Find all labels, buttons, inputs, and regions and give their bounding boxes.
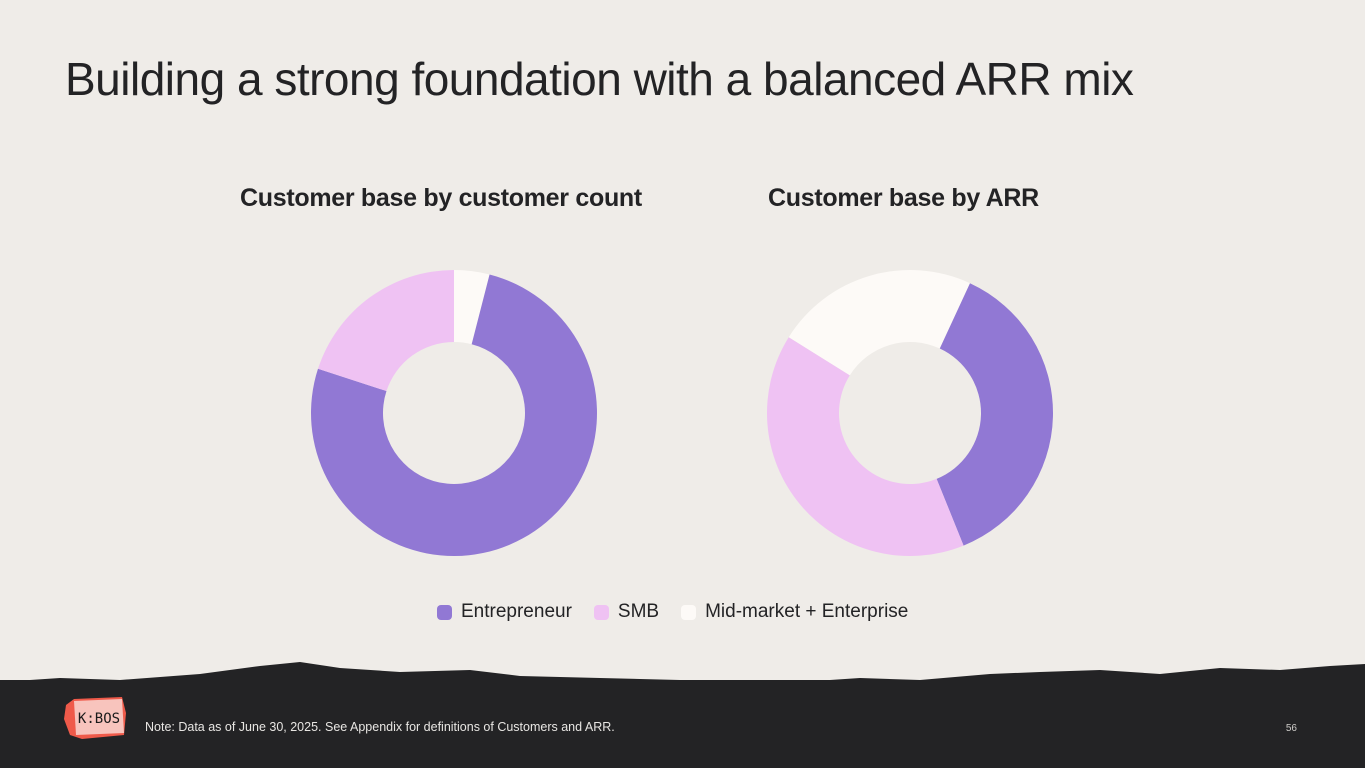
donut-slice-mid-market-enterprise [454, 270, 490, 345]
legend-item-mid-market-enterprise: Mid-market + Enterprise [681, 601, 908, 623]
chart-title-customer-count: Customer base by customer count [240, 184, 642, 212]
footer-note: Note: Data as of June 30, 2025. See Appe… [145, 720, 615, 734]
legend-swatch [681, 604, 697, 620]
donut-slice-entrepreneur [311, 274, 598, 556]
donut-slice-smb [317, 270, 454, 392]
donut-chart-arr [767, 270, 1053, 556]
donut-slice-entrepreneur [936, 283, 1053, 546]
legend-label: SMB [617, 601, 660, 622]
donut-chart-customer-count [311, 270, 598, 556]
donut-slice-mid-market-enterprise [788, 270, 970, 376]
chart-title-arr: Customer base by ARR [768, 184, 1039, 212]
kbos-logo: K:BOS [64, 697, 126, 739]
svg-text:K:BOS: K:BOS [78, 711, 120, 727]
legend-label: Entrepreneur [461, 601, 572, 622]
legend-item-entrepreneur: Entrepreneur [437, 601, 572, 623]
legend-swatch [437, 604, 452, 620]
slide-title: Building a strong foundation with a bala… [65, 53, 1134, 105]
page-number: 56 [1285, 723, 1297, 734]
legend-swatch [593, 604, 609, 620]
legend-label: Mid-market + Enterprise [705, 601, 909, 622]
legend-item-smb: SMB [593, 601, 660, 623]
footer-bar [0, 680, 1365, 768]
donut-slice-smb [767, 337, 964, 556]
chart-legend: Entrepreneur SMB Mid-market + Enterprise [437, 601, 908, 623]
